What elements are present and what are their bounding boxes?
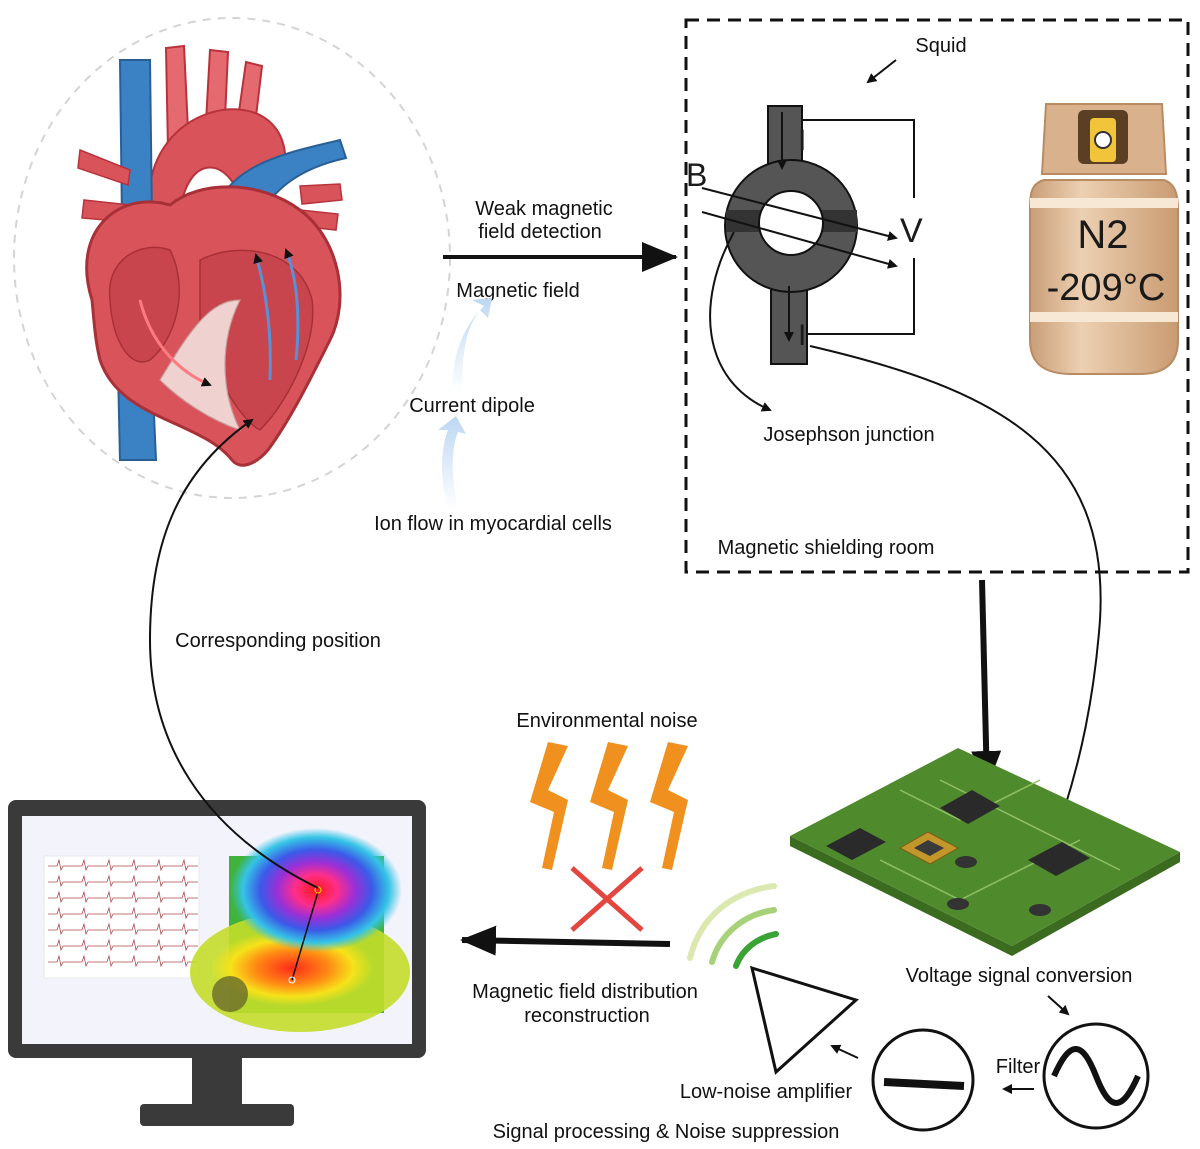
ecg-traces xyxy=(48,858,198,968)
amplifier-triangle xyxy=(749,965,859,1075)
pcb-trace-3 xyxy=(939,779,1121,871)
tank-band-top xyxy=(1030,198,1178,208)
squid-label: Squid xyxy=(915,35,966,57)
wave-arc-inner xyxy=(733,931,779,969)
shielding-to-pcb-arrow xyxy=(971,579,1002,787)
current-symbol-bottom: I xyxy=(798,319,806,352)
ecg-trace-line xyxy=(48,906,198,920)
noise-cross-icon xyxy=(570,866,644,932)
field-symbol-b: B xyxy=(686,157,707,193)
heart-illustration xyxy=(13,17,451,499)
dipole-to-field-arrow xyxy=(452,298,492,392)
squid-hole xyxy=(758,190,824,256)
voltage-to-filter-arrow xyxy=(1047,995,1070,1016)
noise-bolts xyxy=(530,742,688,870)
vena-cava-superior xyxy=(118,59,154,224)
tank-band-bottom xyxy=(1030,312,1178,322)
pcb-chip-left xyxy=(826,828,886,860)
voltage-symbol-v: V xyxy=(900,212,923,250)
magnetic-shielding-room-box xyxy=(684,18,1190,574)
blood-flow-blue-arrow-1 xyxy=(253,253,272,381)
cross-line-2 xyxy=(570,866,644,932)
ecg-trace-line xyxy=(48,954,198,968)
tank-gas-label: N2 xyxy=(1077,213,1128,257)
monitor-base xyxy=(140,1104,294,1126)
nitrogen-tank: N2 -209°C xyxy=(1029,103,1179,375)
ecg-trace-line xyxy=(48,922,198,936)
tank-valve-knob xyxy=(1094,131,1112,149)
pcb-trace-1 xyxy=(899,779,1041,821)
monitor-neck xyxy=(192,1058,242,1106)
blood-flow-red-arrow xyxy=(138,299,212,387)
septum-tissue xyxy=(159,299,242,432)
reconstruction-label-line1: Magnetic field distribution xyxy=(472,981,698,1003)
filter-symbol xyxy=(1042,1022,1150,1130)
ecg-trace-line xyxy=(48,874,198,888)
shielding-room-label: Magnetic shielding room xyxy=(718,537,935,559)
pcb-top xyxy=(790,748,1180,946)
sine-wave xyxy=(1051,1046,1141,1106)
pcb-processor-core xyxy=(914,840,944,856)
pcb-capacitor-1 xyxy=(955,856,977,868)
signal-processing-label: Signal processing & Noise suppression xyxy=(493,1121,840,1143)
ecg-trace-line xyxy=(48,890,198,904)
blood-flow-blue-arrow-2 xyxy=(284,248,300,361)
pcb-side xyxy=(790,836,1180,956)
ecg-trace-line xyxy=(48,938,198,952)
pcb-capacitor-3 xyxy=(1029,904,1051,916)
field-map-dipole-vector xyxy=(291,891,319,981)
voltage-conversion-label: Voltage signal conversion xyxy=(906,965,1133,987)
squid-to-pcb-curve xyxy=(809,345,1102,812)
bandstop-symbol xyxy=(871,1028,975,1132)
current-symbol-top: I xyxy=(798,124,806,157)
pcb-chip-top xyxy=(940,790,1000,824)
tank-temperature-label: -209°C xyxy=(1047,267,1166,309)
ecg-grid-panel xyxy=(43,855,200,979)
pcb-chip-right xyxy=(1028,842,1090,876)
magnetic-field-label: Magnetic field xyxy=(456,280,579,302)
signal-wave-icon xyxy=(687,883,779,969)
corresponding-position-arrow xyxy=(148,418,319,889)
squid-pointer-arrow xyxy=(866,59,897,84)
reconstruction-arrow xyxy=(460,925,671,956)
ecg-panel-bg xyxy=(43,855,200,979)
josephson-junction-label: Josephson junction xyxy=(763,424,934,446)
magnetic-field-map xyxy=(190,828,410,1032)
reconstruction-label-line2: reconstruction xyxy=(524,1005,650,1027)
voltage-circuit-bottom xyxy=(807,258,915,335)
bandstop-line xyxy=(883,1078,965,1090)
b-field-line-1 xyxy=(701,187,898,241)
ecg-trace-line xyxy=(48,858,198,872)
current-dipole-label: Current dipole xyxy=(409,395,535,417)
noise-bolt-2 xyxy=(590,742,628,870)
noise-bolt-1 xyxy=(530,742,568,870)
corresponding-position-label: Corresponding position xyxy=(175,630,381,652)
circuit-board xyxy=(790,748,1180,956)
pcb-capacitor-2 xyxy=(947,898,969,910)
amplifier-label: Low-noise amplifier xyxy=(680,1081,853,1103)
computer-monitor xyxy=(8,800,426,1126)
wave-arc-middle xyxy=(709,907,777,965)
field-map-dark-corner xyxy=(212,976,248,1012)
field-map-min-marker xyxy=(288,976,296,984)
b-field-line-2 xyxy=(701,211,898,269)
ion-to-dipole-arrow xyxy=(438,416,466,510)
right-atrium-chamber xyxy=(108,246,181,363)
wave-arc-outer xyxy=(687,883,777,961)
josephson-pointer-arrow xyxy=(709,231,772,412)
noise-bolt-3 xyxy=(650,742,688,870)
squid-device: I I B V xyxy=(686,105,923,412)
weak-field-label-line1: Weak magnetic xyxy=(475,198,612,220)
ion-flow-label: Ion flow in myocardial cells xyxy=(374,513,612,535)
voltage-circuit-top xyxy=(802,119,915,198)
weak-field-label-line2: field detection xyxy=(478,221,601,243)
bandstop-to-amp-arrow xyxy=(830,1044,859,1059)
field-map-cool-halo xyxy=(230,828,402,952)
environmental-noise-label: Environmental noise xyxy=(516,710,697,732)
filter-label: Filter xyxy=(996,1056,1041,1078)
